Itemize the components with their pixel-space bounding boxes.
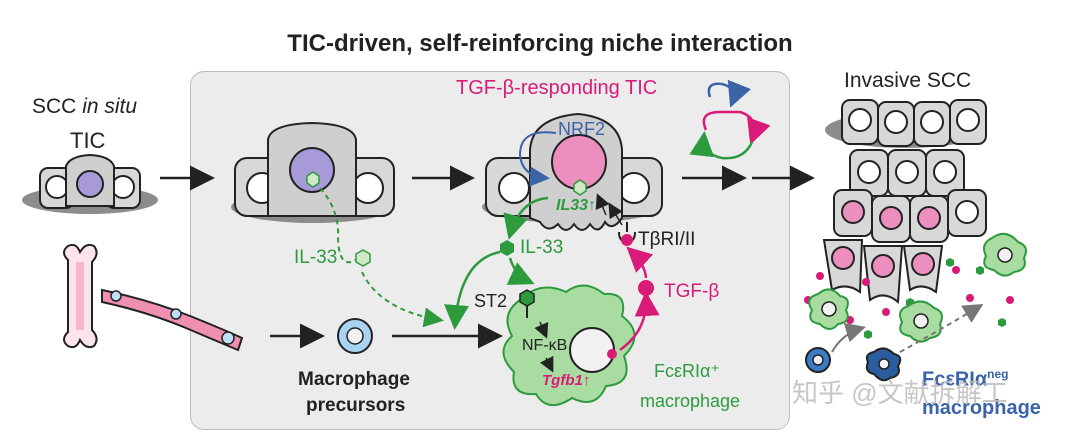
il33-secretion-arrow <box>319 187 363 264</box>
scc-in-situ-main: SCC <box>32 95 83 118</box>
tgfb1-induction-arrow <box>539 355 554 373</box>
macrophage-precursors-line2: precursors <box>306 395 406 416</box>
fceria-negative-macrophage <box>805 347 902 382</box>
tic-label: TIC <box>70 128 106 153</box>
scc-in-situ-cells <box>22 153 158 214</box>
invasive-scc-cells <box>822 99 987 305</box>
receptor-signal-arrow-1 <box>595 193 610 216</box>
il33-hexagon-center <box>500 240 514 256</box>
fceria-negative-sup: neg <box>987 367 1009 381</box>
il33-to-st2-arrow <box>506 257 535 285</box>
grey-arrow-1 <box>831 323 866 353</box>
st2-receptor-icon <box>519 289 535 318</box>
tgfb-secretion-arrow <box>619 291 660 352</box>
tgfb1-label: Tgfb1↑ <box>542 372 591 389</box>
blood-vessel-icon <box>101 288 244 352</box>
nrf2-arrow <box>518 131 557 187</box>
fceria-positive-macrophage <box>502 284 636 406</box>
il33-left-label: IL-33 <box>294 247 338 268</box>
il33-center-label: IL-33 <box>520 237 564 258</box>
tbri-label: TβRI/II <box>638 229 696 250</box>
grey-arrow-2 <box>899 303 984 353</box>
tgfb-dot <box>638 280 654 296</box>
il33-upregulation-label: IL33↑ <box>556 197 597 214</box>
fceria-negative-label-line2: macrophage <box>922 397 1041 419</box>
scc-in-situ-italic: in situ <box>82 95 138 118</box>
macrophage-precursors-line1: Macrophage <box>298 369 410 390</box>
invasive-scc-label: Invasive SCC <box>844 69 972 92</box>
recruited-macrophages <box>808 232 1027 343</box>
tic-cell <box>231 121 395 223</box>
secreted-factors <box>804 258 1014 339</box>
il33-release-arrow <box>503 196 549 240</box>
scc-in-situ-label: SCC in situ <box>32 96 137 117</box>
nfkb-signal-arrow <box>534 321 549 339</box>
receptor-signal-arrow-2 <box>608 202 623 226</box>
macrophage-precursor-cell <box>337 318 373 354</box>
tgfb-label: TGF-β <box>664 281 720 302</box>
tgfb-tic-label: TGF-β-responding TIC <box>456 77 658 99</box>
nfkb-label: NF-κB <box>522 337 568 354</box>
nrf2-label: NRF2 <box>558 119 606 139</box>
cycle-icon <box>689 79 771 160</box>
il33-recruit-arrow <box>444 250 501 330</box>
fceria-positive-label-line2: macrophage <box>640 391 741 411</box>
il33-to-niche-arrow <box>361 271 444 328</box>
st2-label: ST2 <box>474 291 508 311</box>
fceria-negative-label-line1: FcεRIαneg <box>922 368 1008 390</box>
watermark: 知乎 @文献拆解工 <box>792 378 1008 408</box>
bone-icon <box>63 243 98 349</box>
diagram-title: TIC-driven, self-reinforcing niche inter… <box>287 30 793 57</box>
tbri-receptor-icon <box>618 222 636 246</box>
il33-hexagon-left <box>355 249 371 267</box>
fceria-positive-label-line1: FcεRIα⁺ <box>654 361 720 381</box>
fceria-negative-text: FcεRIα <box>922 368 988 391</box>
tgfb-to-receptor-arrow <box>626 246 654 279</box>
